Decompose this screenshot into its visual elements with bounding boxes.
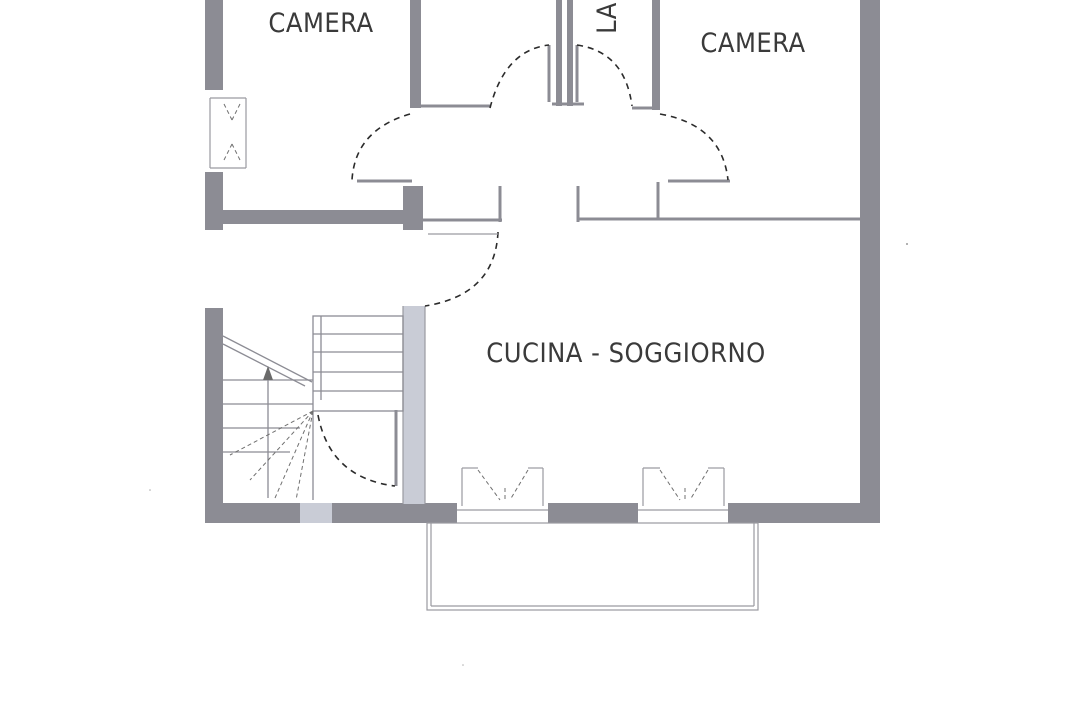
- wall-camera-left-bottom: [205, 210, 420, 224]
- wall-bottom-window: [300, 503, 332, 523]
- door-swing-living: [424, 231, 499, 307]
- wall-laundry-left: [556, 0, 562, 106]
- staircase: [222, 315, 404, 501]
- door-swing-laundry-right: [576, 44, 633, 107]
- wall-camera-right-left: [652, 0, 660, 110]
- wall-bottom-4: [728, 503, 880, 523]
- windows: [209, 97, 725, 506]
- room-label-laundry: LA: [592, 2, 623, 34]
- door-swing-camera-right: [659, 113, 729, 181]
- door-swing-stair: [317, 414, 396, 487]
- terrace: [426, 522, 759, 611]
- door-swing-laundry-left: [489, 44, 550, 109]
- wall-laundry-mid: [567, 0, 573, 106]
- stair-handrail: [222, 335, 313, 383]
- door-swings: [317, 44, 729, 487]
- wall-bottom-1: [205, 503, 300, 523]
- stair-direction-arrow-icon: [263, 366, 273, 380]
- wall-hall-post-left: [403, 186, 423, 230]
- terrace-outline: [426, 522, 759, 611]
- window-left-wall: [209, 97, 247, 169]
- wall-right: [860, 0, 880, 522]
- wall-camera-left-right: [410, 0, 421, 108]
- exterior-walls: [205, 0, 880, 523]
- window-bottom-2: [642, 467, 725, 506]
- wall-stair-partition: [403, 306, 425, 504]
- window-bottom-1: [461, 467, 544, 506]
- wall-bottom-3: [548, 503, 638, 523]
- wall-bottom-2: [332, 503, 457, 523]
- stair-upper-flight: [312, 315, 404, 412]
- wall-left-top: [205, 0, 223, 90]
- wall-left-bottom: [205, 308, 223, 523]
- room-label-kitchen-living: CUCINA - SOGGIORNO: [486, 338, 765, 369]
- room-label-camera-left: CAMERA: [268, 8, 373, 39]
- room-label-camera-right: CAMERA: [700, 28, 805, 59]
- door-swing-camera-left: [351, 113, 411, 181]
- interior-walls: [205, 0, 860, 504]
